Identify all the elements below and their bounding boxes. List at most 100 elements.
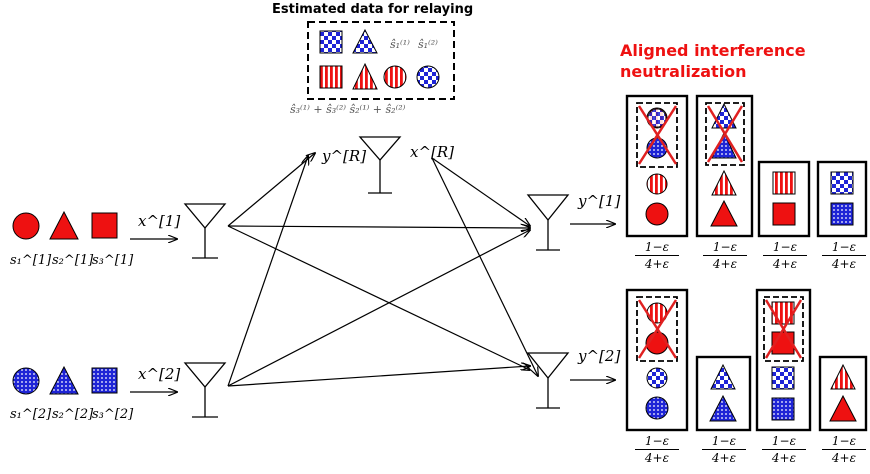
rx2-a-cross-2	[637, 299, 678, 359]
rx1-a-red-circle	[645, 202, 669, 226]
fraction-denominator: 4+ε	[772, 257, 798, 271]
link-tx1-relay	[227, 153, 315, 227]
rx2-a-dotted-circle	[645, 396, 669, 420]
link-relay-rx1	[431, 157, 530, 226]
rx1-c-red-square	[772, 202, 796, 226]
rx2-c-cross-2	[764, 299, 803, 359]
rx1-box-c	[757, 160, 811, 238]
link-tx2-rx1	[227, 230, 530, 387]
link-relay-rx2	[431, 157, 538, 376]
rx2-b-checker-triangle	[710, 363, 736, 390]
link-tx1-rx1	[227, 226, 530, 228]
rx1-box-a-dashed	[636, 102, 678, 168]
source1-sym2-label: s₂^[1]	[52, 253, 94, 268]
fraction-numerator: 1−ε	[822, 240, 866, 256]
source1-sym3-label: s₃^[1]	[92, 253, 134, 268]
tx1-label: x^[1]	[138, 212, 181, 230]
relay-estimate-box	[307, 21, 455, 100]
fraction-numerator: 1−ε	[702, 434, 746, 450]
rx1-b-cross-2	[706, 105, 744, 163]
rx2-d-stripe-triangle	[830, 363, 856, 390]
fraction-denominator: 4+ε	[831, 451, 857, 465]
fraction-numerator: 1−ε	[763, 240, 807, 256]
rx1-a-cross-2	[637, 105, 678, 165]
relay-est-checker-circle	[416, 65, 440, 89]
rx2-c-dotted-square	[771, 397, 795, 421]
neutralization-title-line1: Aligned interference	[620, 41, 806, 60]
rx2-box-c	[755, 288, 812, 432]
rx2-box-a-dashed	[636, 296, 678, 362]
fraction-denominator: 4+ε	[644, 451, 670, 465]
tx1-antenna-icon	[183, 203, 227, 259]
relay-est-stripe-square	[319, 65, 343, 89]
fraction-denominator: 4+ε	[771, 451, 797, 465]
rx2-box-a	[625, 288, 689, 432]
source1-square-symbol	[91, 212, 118, 239]
tx2-antenna-icon	[183, 362, 227, 418]
relay-combo-label: ŝ₃⁽¹⁾ + ŝ₃⁽²⁾ ŝ₂⁽¹⁾ + ŝ₂⁽²⁾	[290, 103, 406, 116]
rx1-box-b-dashed	[705, 102, 745, 166]
source1-circle-symbol	[12, 212, 40, 240]
relay-antenna-icon	[358, 136, 402, 194]
source2-sym2-label: s₂^[2]	[52, 407, 94, 422]
rx1-d-checker-square	[830, 171, 854, 195]
fraction-numerator: 1−ε	[762, 434, 806, 450]
rx1-b-stripe-triangle	[711, 169, 737, 196]
fraction-denominator: 4+ε	[644, 257, 670, 271]
source2-square-symbol	[91, 367, 118, 394]
rx1-label: y^[1]	[578, 192, 621, 210]
rx1-box-b	[695, 94, 754, 238]
source2-sym1-label: s₁^[2]	[10, 407, 52, 422]
rx2-label: y^[2]	[578, 347, 621, 365]
link-tx2-rx2	[227, 366, 530, 387]
fraction-numerator: 1−ε	[822, 434, 866, 450]
rx1-d-dotted-square	[830, 202, 854, 226]
fraction-numerator: 1−ε	[703, 240, 747, 256]
relay-tx-label: x^[R]	[410, 143, 455, 161]
relay-est-label-1: ŝ₁⁽¹⁾	[390, 38, 410, 51]
rx2-d-red-triangle	[829, 394, 857, 422]
relay-est-stripe-circle	[383, 65, 407, 89]
rx1-c-stripe-square	[772, 171, 796, 195]
fraction-denominator: 4+ε	[711, 451, 737, 465]
rx2-antenna-icon	[526, 352, 570, 409]
fraction-numerator: 1−ε	[635, 240, 679, 256]
rx2-c-checker-square	[771, 366, 795, 390]
source2-triangle-symbol	[49, 365, 79, 395]
source2-sym3-label: s₃^[2]	[92, 407, 134, 422]
relay-est-checker-square	[319, 30, 343, 54]
relay-est-checker-triangle	[352, 28, 378, 54]
rx1-box-a	[625, 94, 689, 238]
neutralization-title-line2: neutralization	[620, 62, 747, 81]
rx2-box-b	[695, 355, 752, 432]
rx2-box-c-dashed	[763, 296, 804, 362]
rx1-box-d	[816, 160, 868, 238]
link-tx1-rx2	[227, 225, 530, 370]
relay-est-label-2: ŝ₁⁽²⁾	[418, 38, 438, 51]
source1-triangle-symbol	[49, 210, 79, 240]
rx1-b-red-triangle	[710, 199, 738, 227]
rx1-b-checker-triangle	[711, 102, 737, 129]
link-tx2-relay	[227, 156, 308, 387]
tx2-label: x^[2]	[138, 365, 181, 383]
rx1-a-stripe-circle	[646, 173, 668, 195]
source2-circle-symbol	[12, 367, 40, 395]
rx2-a-checker-circle	[646, 367, 668, 389]
relay-est-stripe-triangle	[352, 62, 378, 90]
rx2-b-dotted-triangle	[709, 394, 737, 422]
rx2-box-d	[818, 355, 868, 432]
fraction-denominator: 4+ε	[712, 257, 738, 271]
fraction-numerator: 1−ε	[635, 434, 679, 450]
rx1-antenna-icon	[526, 194, 570, 251]
relay-title: Estimated data for relaying	[272, 2, 474, 17]
fraction-denominator: 4+ε	[831, 257, 857, 271]
